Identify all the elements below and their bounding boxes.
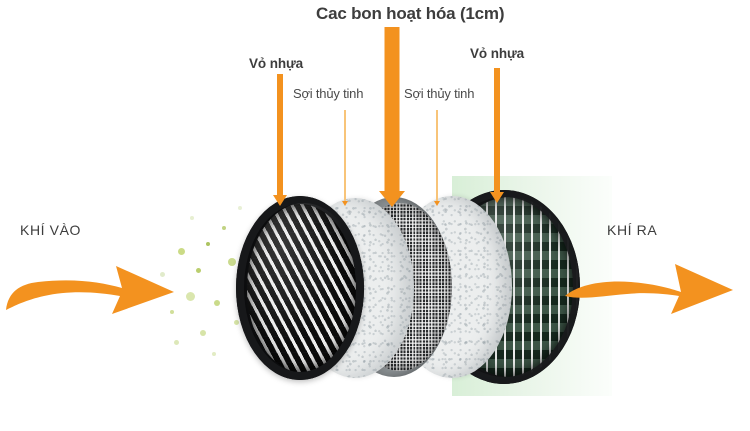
- callout-label-plastic-front: Vỏ nhựa: [249, 56, 304, 71]
- callout-pointer-carbon: [378, 27, 406, 209]
- callout-label-plastic-back: Vỏ nhựa: [470, 46, 525, 61]
- airflow-out-arrow: [565, 264, 733, 314]
- airflow-in-arrow: [6, 266, 174, 314]
- inlet-face-gloss: [247, 203, 361, 373]
- callout-pointer-fiber-front: [339, 110, 351, 208]
- callout-pointer-fiber-back: [431, 110, 443, 208]
- airflow-out-label: KHÍ RA: [607, 222, 658, 238]
- callout-label-fiber-front: Sợi thủy tinh: [293, 86, 364, 101]
- inlet-rim-ring: [236, 196, 364, 380]
- callout-label-fiber-back: Sợi thủy tinh: [404, 86, 475, 101]
- airflow-in-label: KHÍ VÀO: [20, 222, 81, 238]
- callout-pointer-plastic-front: [270, 74, 290, 208]
- callout-pointer-plastic-back: [487, 68, 507, 203]
- callout-label-carbon: Cac bon hoạt hóa (1cm): [316, 4, 505, 23]
